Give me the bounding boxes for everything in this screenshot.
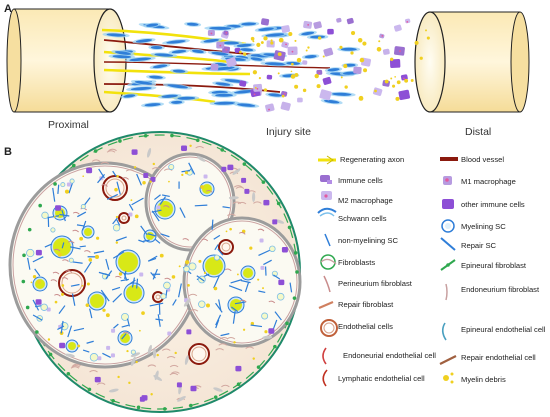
legend-label-fibroblasts: Fibroblasts [338, 258, 376, 267]
distal-label: Distal [465, 126, 492, 138]
legend-label-m1-macrophage: M1 macrophage [461, 177, 516, 186]
legend-label-schwann-cells: Schwann cells [338, 214, 387, 223]
legend-label-repair-endothelial-cell: Repair endothelial cell [461, 353, 536, 362]
legend-label-blood-vessel: Blood vessel [461, 155, 505, 164]
legend-label-m2-macrophage: M2 macrophage [338, 196, 393, 205]
legend-label-endoneurium-fibroblast: Endoneurium fibroblast [461, 285, 540, 294]
legend-label-regenerating-axon: Regenerating axon [340, 155, 405, 164]
legend-label-other-immune-cells: other immune cells [461, 200, 525, 209]
injury-site-label: Injury site [266, 126, 311, 138]
proximal-label: Proximal [48, 119, 89, 131]
legend-label-perineurium-fibroblast: Perineurium fibroblast [338, 279, 412, 288]
legend-label-immune-cells: Immune cells [338, 176, 383, 185]
legend-label-epineural-fibroblast: Epineural fibroblast [461, 261, 527, 270]
legend-label-endothelial-cells: Endothelial cells [338, 322, 393, 331]
legend-label-lymphatic-endothelial-cell: Lymphatic endothelial cell [338, 374, 425, 383]
panel-b-letter: B [4, 146, 12, 158]
panel-a-letter: A [4, 3, 12, 15]
proximal-stump [6, 8, 127, 113]
panel-a-myelin-debris [239, 29, 430, 101]
legend-label-repair-sc: Repair SC [461, 241, 497, 250]
legend-swatches [317, 155, 458, 387]
legend-label-myelin-debris: Myelin debris [461, 375, 506, 384]
legend-label-myelining-sc: Myelining SC [461, 222, 506, 231]
legend-label-epineural-endothelial-cell: Epineural endothelial cell [461, 325, 546, 334]
cross-section [8, 131, 302, 413]
legend-label-repair-fibroblast: Repair fibroblast [338, 300, 394, 309]
distal-stump [414, 11, 530, 113]
cross-section-contents [21, 133, 299, 411]
legend-label-endoneurial-endothelial-cell: Endoneurial endothelial cell [343, 351, 436, 360]
legend-label-non-myelining-sc: non-myelining SC [338, 236, 398, 245]
